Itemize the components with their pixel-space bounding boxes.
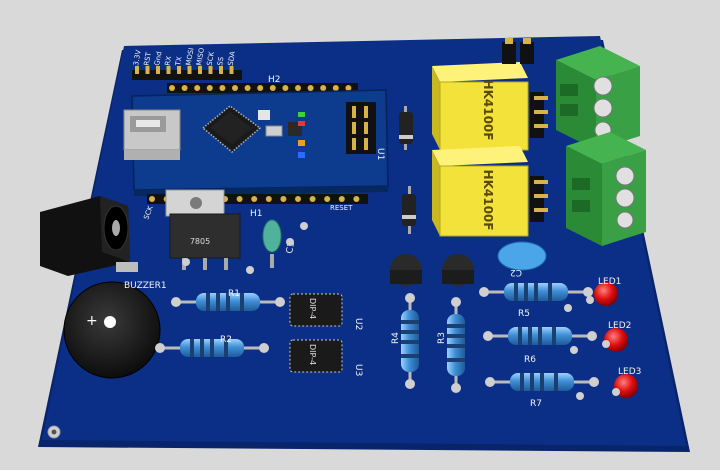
led-blue-smd	[298, 152, 305, 158]
svg-text:U2: U2	[353, 318, 363, 330]
capacitor-c1: C1	[262, 219, 297, 268]
svg-text:DIP-4: DIP-4	[308, 298, 317, 319]
resistor-r2: R2	[155, 335, 269, 357]
header-label: SCK	[206, 51, 216, 67]
usb-connector	[123, 109, 181, 160]
svg-text:R6: R6	[524, 355, 536, 365]
svg-text:R2: R2	[220, 335, 232, 345]
jumper-header	[502, 38, 534, 64]
header-label: MISO	[195, 47, 206, 67]
optocoupler-u2: DIP-4 U2	[289, 293, 363, 330]
top-header	[132, 66, 242, 80]
header-label: RX	[164, 55, 174, 66]
diode-bottom	[402, 186, 416, 234]
mounting-hole	[51, 429, 57, 435]
resistor-r1: R1	[171, 289, 285, 311]
solder-pad	[576, 392, 584, 400]
header-label: RST	[143, 51, 153, 66]
svg-text:C2: C2	[510, 267, 522, 277]
solder-pad	[570, 346, 578, 354]
relay-2: HK4100F	[432, 146, 529, 237]
transistor-right	[442, 254, 474, 286]
led-1: LED1	[594, 277, 621, 306]
crystal	[265, 125, 283, 137]
diode-top	[399, 106, 413, 150]
header-label: Gnd	[153, 51, 163, 66]
reset-switch	[258, 110, 270, 120]
svg-text:R7: R7	[530, 399, 542, 409]
optocoupler-u3: DIP-4 U3	[289, 339, 363, 376]
resistor-r6: R6	[483, 327, 597, 365]
solder-pad	[182, 258, 190, 266]
voltage-regulator: 7805	[165, 189, 241, 270]
svg-text:LED1: LED1	[598, 277, 621, 287]
header-label: SDA	[227, 50, 237, 66]
svg-text:HK4100F: HK4100F	[481, 80, 495, 141]
led-2: LED2	[604, 321, 631, 352]
solder-pad	[300, 222, 308, 230]
transistor-left	[390, 254, 422, 286]
label-h1: H1	[250, 209, 263, 219]
solder-pad	[602, 340, 610, 348]
svg-text:+: +	[86, 313, 98, 329]
arduino-nano-module: U1	[123, 89, 389, 196]
header-label: TX	[174, 56, 184, 68]
svg-text:R5: R5	[518, 309, 530, 319]
header-label: MOSI	[185, 47, 196, 66]
relay-1: HK4100F	[432, 62, 529, 151]
svg-text:BUZZER1: BUZZER1	[124, 281, 167, 291]
solder-pad	[612, 388, 620, 396]
solder-pad	[286, 238, 294, 246]
resistor-r4: R4	[391, 293, 419, 389]
svg-text:C1: C1	[285, 241, 297, 255]
svg-text:R1: R1	[228, 289, 240, 299]
svg-text:HK4100F: HK4100F	[481, 170, 495, 231]
svg-text:R3: R3	[437, 332, 447, 344]
header-label: 3.3V	[132, 49, 143, 66]
header-label: SS	[216, 56, 226, 67]
arduino-header-top	[167, 83, 358, 93]
svg-text:LED2: LED2	[608, 321, 631, 331]
svg-text:7805: 7805	[190, 237, 210, 246]
resistor-r5: R5	[479, 283, 593, 319]
led-green-smd	[298, 112, 305, 117]
terminal-block-bottom	[566, 132, 646, 246]
svg-text:LED3: LED3	[618, 367, 641, 377]
led-red-smd	[298, 121, 305, 126]
label-u1: U1	[375, 148, 385, 160]
svg-text:DIP-4: DIP-4	[308, 344, 317, 365]
label-reset: RESET	[330, 204, 353, 212]
atmega-chip	[201, 105, 262, 153]
svg-text:R4: R4	[391, 332, 401, 344]
resistor-r3: R3	[437, 297, 465, 393]
icsp-header	[346, 102, 376, 154]
capacitor-c2: C2	[497, 241, 547, 277]
led-orange-smd	[298, 140, 305, 146]
dc-jack	[40, 196, 138, 276]
svg-text:U3: U3	[353, 364, 363, 376]
terminal-block-top	[556, 46, 640, 150]
solder-pad	[586, 296, 594, 304]
label-h2: H2	[268, 75, 281, 85]
solder-pad	[564, 304, 572, 312]
solder-pad	[246, 266, 254, 274]
buzzer: + BUZZER1	[63, 281, 167, 379]
resistor-r7: R7	[485, 373, 599, 409]
